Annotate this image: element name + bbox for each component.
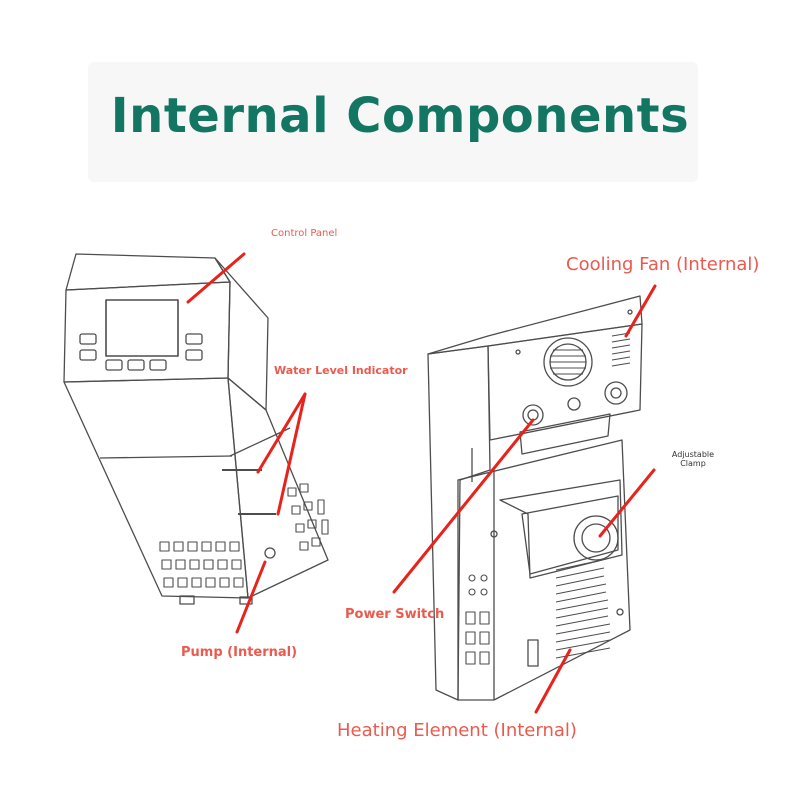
panel-button (185, 333, 203, 345)
device-top-cap (65, 253, 231, 291)
device-foot (179, 595, 195, 605)
panel-button (105, 359, 123, 371)
label-heating-element: Heating Element (Internal) (337, 720, 577, 741)
back-top-cap (427, 295, 643, 355)
panel-button (79, 333, 97, 345)
outlet-knob (604, 381, 628, 405)
panel-button (127, 359, 145, 371)
label-power-switch: Power Switch (345, 607, 445, 622)
back-left-side (427, 345, 491, 701)
side-ports (465, 574, 490, 665)
panel-button (185, 349, 203, 361)
label-cooling-fan: Cooling Fan (Internal) (566, 254, 760, 275)
panel-button (79, 349, 97, 361)
pump-port (264, 547, 276, 559)
label-water-level-indicator: Water Level Indicator (274, 364, 408, 377)
device-foot (239, 596, 253, 605)
device-head-side (214, 257, 269, 411)
device-body-front (63, 377, 249, 599)
label-adjustable-clamp: Adjustable Clamp (671, 450, 715, 468)
cable-port (527, 639, 539, 667)
fan-grille (543, 337, 593, 387)
leader-water-level-lower (276, 392, 307, 516)
power-switch-knob (522, 404, 544, 426)
display-screen (105, 299, 179, 357)
label-control-panel: Control Panel (271, 228, 338, 239)
leader-control-panel (186, 252, 246, 304)
title-background (88, 62, 698, 182)
leader-pump (235, 560, 267, 634)
page-title: Internal Components (110, 88, 690, 144)
clamp-body (499, 479, 623, 579)
leader-adjustable-clamp (598, 468, 656, 538)
side-vent-grid (287, 483, 329, 551)
leader-heating-element (534, 648, 572, 714)
leader-power-switch (392, 418, 535, 594)
leader-cooling-fan (624, 284, 657, 338)
back-head-face (487, 323, 643, 441)
screw (627, 309, 633, 315)
outlet-knob-inner (610, 387, 622, 399)
clamp-plate (521, 495, 619, 575)
front-view-device (63, 253, 329, 605)
leader-water-level-upper (256, 392, 307, 474)
screw (490, 530, 498, 538)
front-vent-grid (159, 541, 244, 588)
leader-lines (186, 252, 657, 714)
device-head-front (63, 281, 231, 383)
screw (515, 349, 521, 355)
device-body-side (227, 377, 329, 599)
clamp-knob-inner (581, 523, 611, 553)
head-vent-slots (611, 332, 631, 367)
fan-grille-slots (550, 349, 586, 375)
screw (616, 608, 624, 616)
clamp-knob (573, 515, 619, 561)
clamp-bracket (519, 413, 611, 455)
label-pump: Pump (Internal) (181, 645, 298, 660)
panel-button (149, 359, 167, 371)
back-view-device (427, 295, 643, 701)
heating-vent-slots (555, 559, 611, 659)
sensor-port (567, 397, 581, 411)
